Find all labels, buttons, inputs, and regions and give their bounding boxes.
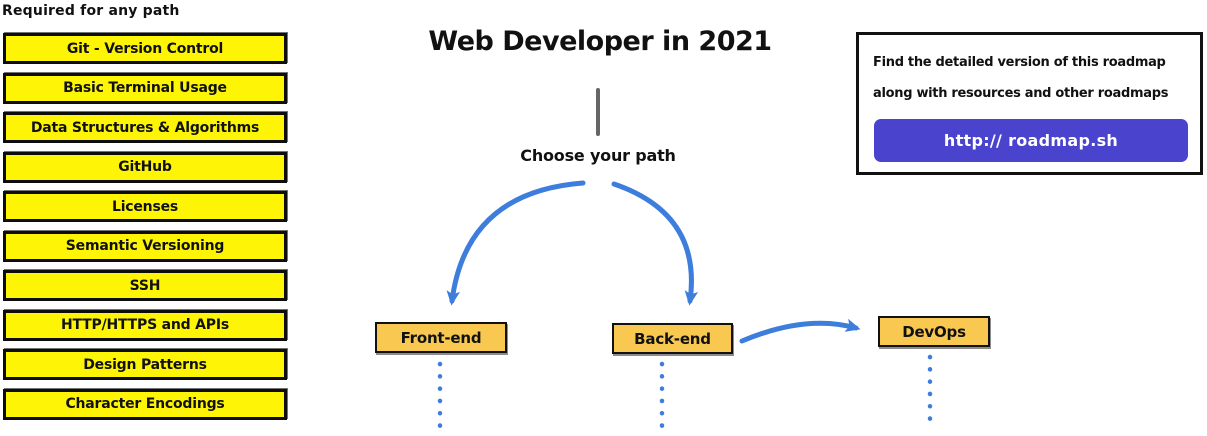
info-text-line-2: along with resources and other roadmaps	[873, 86, 1169, 101]
info-text-line-1: Find the detailed version of this roadma…	[873, 55, 1166, 70]
roadmap-sh-link-button[interactable]: http:// roadmap.sh	[874, 119, 1188, 162]
required-section-heading: Required for any path	[2, 3, 180, 19]
arrow-backend-to-devops	[739, 318, 861, 344]
required-item-ssh[interactable]: SSH	[3, 270, 287, 301]
path-box-backend[interactable]: Back-end	[612, 323, 733, 354]
required-item-semantic-versioning[interactable]: Semantic Versioning	[3, 230, 287, 262]
required-item-data-structures-algorithms[interactable]: Data Structures & Algorithms	[3, 112, 287, 143]
choose-your-path-label: Choose your path	[520, 146, 676, 165]
arrow-to-backend	[611, 181, 699, 306]
required-item-github[interactable]: GitHub	[3, 151, 287, 183]
path-box-devops[interactable]: DevOps	[878, 316, 990, 347]
required-item-http-https-apis[interactable]: HTTP/HTTPS and APIs	[3, 309, 287, 341]
required-item-licenses[interactable]: Licenses	[3, 191, 287, 222]
required-item-design-patterns[interactable]: Design Patterns	[3, 349, 287, 380]
required-item-basic-terminal-usage[interactable]: Basic Terminal Usage	[3, 72, 287, 104]
path-box-frontend[interactable]: Front-end	[375, 322, 507, 353]
required-item-git-version-control[interactable]: Git - Version Control	[3, 33, 287, 64]
page-title: Web Developer in 2021	[428, 26, 772, 57]
title-stem-line	[596, 88, 600, 136]
required-list: Git - Version Control Basic Terminal Usa…	[3, 33, 287, 420]
required-item-character-encodings[interactable]: Character Encodings	[3, 388, 287, 420]
arrow-to-frontend	[446, 180, 586, 306]
roadmap-info-box: Find the detailed version of this roadma…	[856, 32, 1203, 175]
